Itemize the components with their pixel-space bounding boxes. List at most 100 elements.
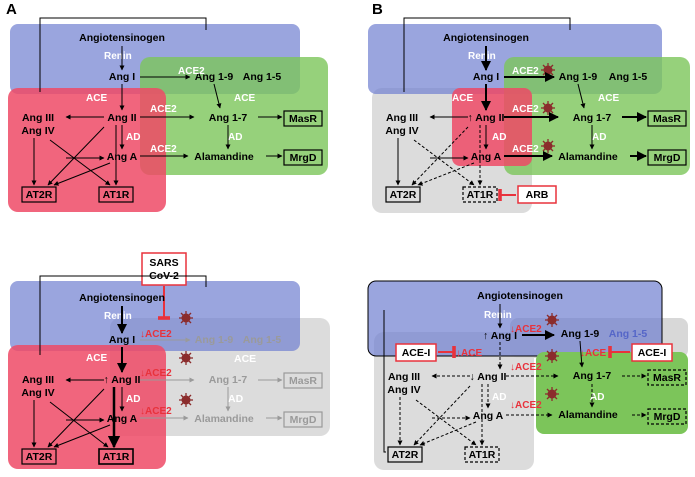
ace2-down-label: ↓ACE2 [510,400,542,411]
panel-a-arrows [31,17,283,186]
ang2-node: ↑ Ang II [468,112,505,124]
at1r-node: AT1R [469,449,496,461]
ang15-node: Ang 1-5 [243,334,282,346]
ace-label: ACE [86,93,107,104]
ace-label: ACE [234,93,255,104]
green-region [140,57,328,175]
acei-node: ACE-I [638,347,667,359]
angiotensinogen-node: Angiotensinogen [443,32,529,44]
at2r-node: AT2R [26,451,53,463]
ang2-node: Ang II [107,112,136,124]
ad-label: AD [126,132,140,143]
ang3-node: Ang III [22,374,54,386]
renin-label: Renin [104,51,132,62]
angiotensinogen-node: Angiotensinogen [79,292,165,304]
acei-node: ACE-I [402,347,431,359]
sars-cov2-box [141,252,187,286]
angiotensinogen-node: Angiotensinogen [477,290,563,302]
ad-label: AD [126,394,140,405]
virus-icon [540,100,556,116]
ang3-node: Ang III [22,112,54,124]
anga-node: Ang A [107,413,138,425]
ace-label: ACE [598,93,619,104]
masr-box [283,372,323,389]
masr-node: MasR [653,372,681,384]
mrgd-node: MrgD [290,414,317,426]
panel-b-label: B [372,1,383,18]
ace-down-label: ↓ACE [580,348,606,359]
virus-icon [540,138,556,154]
ang19-node: Ang 1-9 [561,328,600,340]
ang17-node: Ang 1-7 [209,112,248,124]
ace-label: ACE [234,353,256,365]
panel-c: SARS CoV-2 Angiotensinogen Ang I ↑ Ang I… [8,252,330,469]
ad-label: AD [592,132,606,143]
ad-label: AD [492,132,506,143]
masr-box [647,110,687,127]
panel-d: Angiotensinogen ↑ Ang I ↓ Ang II Ang III… [367,280,688,470]
at2r-node: AT2R [390,189,417,201]
mrgd-box [283,149,323,166]
ace-down-label: ↓ACE [456,348,482,359]
at2r-node: AT2R [392,449,419,461]
mrgd-node: MrgD [290,152,317,164]
arb-box [517,185,557,204]
ace2-label: ACE2 [512,144,539,155]
panel-d-arrows [383,304,647,453]
alamandine-node: Alamandine [194,151,254,163]
virus-icon [544,348,560,364]
ad-label: AD [492,392,506,403]
ang15-node: Ang 1-5 [609,328,648,340]
renin-label: Renin [468,51,496,62]
alamandine-node: Alamandine [194,413,254,425]
ad-label: AD [228,132,242,143]
at1r-box [462,186,498,203]
ace2-label: ACE2 [512,104,539,115]
acei-box [631,343,673,362]
ace2-down-label: ↓ACE2 [140,368,172,379]
alamandine-node: Alamandine [558,151,618,163]
red-region [452,88,532,166]
ang4-node: Ang IV [21,125,54,137]
angiotensinogen-node: Angiotensinogen [79,32,165,44]
ang2-node: ↓ Ang II [470,371,507,383]
ace2-label: ACE2 [512,66,539,77]
at2r-box [21,448,57,465]
alamandine-node: Alamandine [558,409,618,421]
at1r-box [98,448,134,465]
virus-icon [178,310,194,326]
ang15-node: Ang 1-5 [609,71,648,83]
ang17-node: Ang 1-7 [573,370,612,382]
panel-a: A Angiotensinogen Ang I Ang II Ang III A… [6,1,328,212]
ace2-down-label: ↓ACE2 [510,324,542,335]
at1r-node: AT1R [103,451,130,463]
ace2-down-label: ↓ACE2 [140,329,172,340]
at1r-box [98,186,134,203]
virus-icon [178,392,194,408]
masr-box [283,110,323,127]
blue-region [367,280,663,357]
panel-a-label: A [6,1,17,18]
anga-node: Ang A [107,151,138,163]
mrgd-box [283,411,323,428]
acei-box [395,343,437,362]
ace2-label: ACE2 [150,104,177,115]
sars-label: SARS [149,257,178,269]
renin-label: Renin [484,310,512,321]
red-region [8,88,166,212]
ace2-label: ACE2 [150,144,177,155]
at2r-box [387,446,423,463]
ad-label: AD [590,392,604,403]
gray-region [374,332,534,470]
blue-region [10,281,300,351]
panel-b-arrows [395,17,647,201]
ang4-node: Ang IV [385,125,418,137]
at2r-node: AT2R [26,189,53,201]
ang1-node: ↑ Ang I [483,330,517,342]
at1r-node: AT1R [103,189,130,201]
anga-node: Ang A [473,410,504,422]
mrgd-box [647,149,687,166]
virus-icon [544,312,560,328]
